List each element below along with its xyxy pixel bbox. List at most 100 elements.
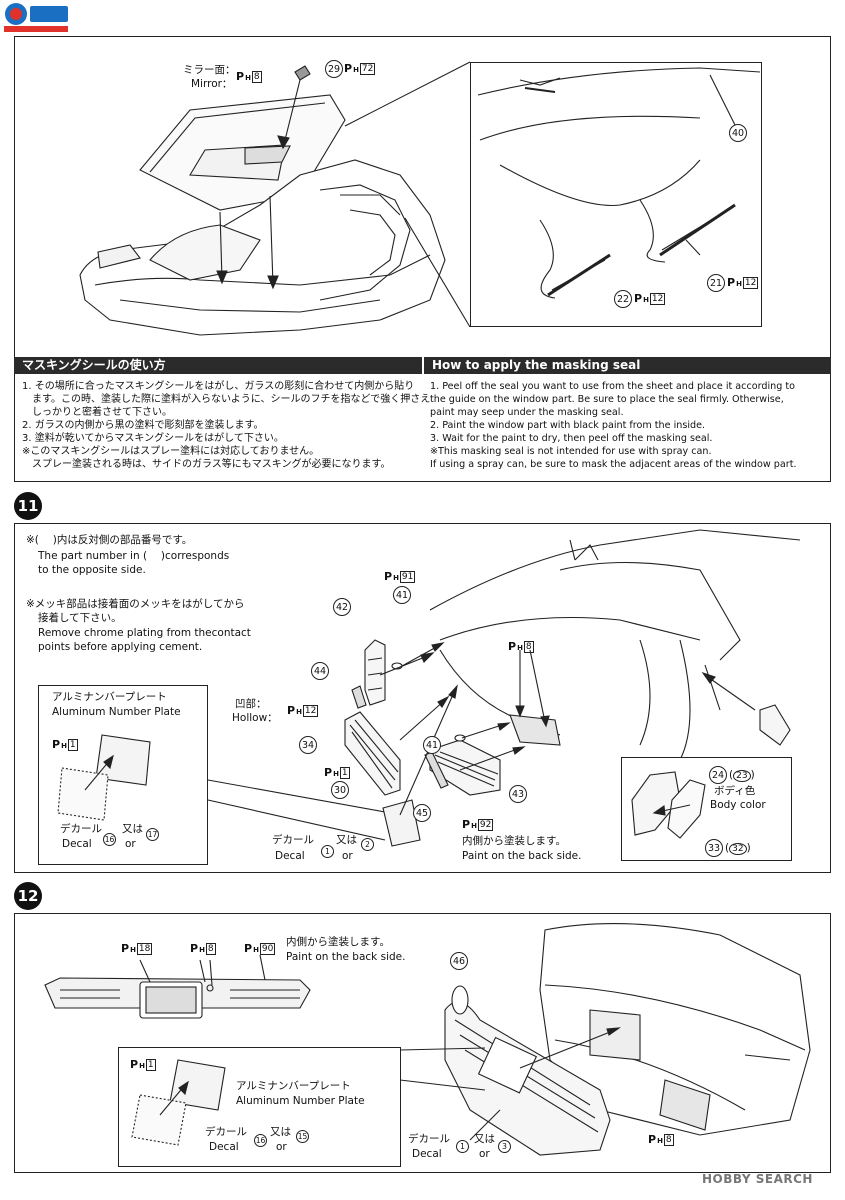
part-32-label: (32) (725, 842, 751, 855)
decal-label-en: Decal (62, 838, 92, 850)
headlight-paint-number: 8 (523, 640, 534, 653)
decal-1-badge: 1 (321, 845, 334, 858)
back-side-note-en: Paint on the back side. (462, 850, 582, 862)
part-42-badge: 42 (333, 598, 351, 616)
plate-label-jp: アルミナンバープレート (52, 691, 167, 703)
masking-en-line: 2. Paint the window part with black pain… (430, 420, 706, 431)
watermark-logo (0, 0, 80, 40)
part-42-paint-number: 91 (399, 570, 416, 583)
part-41-badge-mid: 41 (423, 736, 441, 754)
rear-decal-label-jp: デカール (205, 1126, 247, 1138)
hollow-label-en: Hollow： (232, 712, 278, 724)
part-32-number: 32 (729, 843, 747, 855)
part-22-badge: 22 (614, 290, 632, 308)
part-23-number: 23 (733, 770, 751, 782)
step-11-badge: 11 (14, 492, 42, 520)
masking-en-line: paint may seep under the masking seal. (430, 407, 624, 418)
rear-plate-label-jp: アルミナンバープレート (236, 1080, 351, 1092)
rear-decal-15-badge: 15 (296, 1130, 309, 1143)
hollow-paint-number: 12 (302, 704, 319, 717)
mirror-paint-number: 8 (251, 70, 262, 83)
mirror-label-jp: ミラー面： (183, 64, 236, 76)
watermark-logo-graphic (4, 3, 68, 32)
masking-en-line: the guide on the window part. Be sure to… (430, 394, 784, 405)
note-opposite-en-1: The part number in ( )corresponds (38, 550, 230, 562)
part-46-badge: 46 (450, 952, 468, 970)
rear-decal-label-en: Decal (209, 1141, 239, 1153)
masking-en-line: If using a spray can, be sure to mask th… (430, 459, 797, 470)
part-21-badge: 21 (707, 274, 725, 292)
rear-decal2-label-en: Decal (412, 1148, 442, 1160)
rear-decal-16-badge: 16 (254, 1134, 267, 1147)
masking-jp-line: ます。この時、塗装した際に塗料が入らないように、シールのフチを指などで強く押さえ (22, 394, 431, 405)
decal2-label-en: Decal (275, 850, 305, 862)
part-30-badge: 30 (331, 781, 349, 799)
mirror-label-en: Mirror： (191, 78, 233, 90)
decal-label-jp: デカール (60, 823, 102, 835)
part-43-paint-number: 92 (477, 818, 494, 831)
rear-decal2-label-jp: デカール (408, 1133, 450, 1145)
note-opposite-en-2: to the opposite side. (38, 564, 146, 576)
masking-instructions-en: 1. Peel off the seal you want to use fro… (430, 380, 797, 471)
rear-panel-paint-number-18: 18 (136, 942, 153, 955)
step-12-badge: 12 (14, 882, 42, 910)
masking-en-line: 1. Peel off the seal you want to use fro… (430, 381, 795, 392)
rear-panel-paint-number-8: 8 (205, 942, 216, 955)
body-color-jp: ボディ色 (714, 785, 756, 797)
masking-jp-line: しっかりと密着させて下さい。 (22, 407, 172, 418)
note-chrome-jp-1: ※メッキ部品は接着面のメッキをはがしてから (26, 598, 245, 610)
rear-back-note-jp: 内側から塗装します。 (286, 936, 390, 948)
step11-front-illustration (344, 529, 801, 847)
part-44-badge: 44 (311, 662, 329, 680)
rear-decal-1-badge: 1 (456, 1140, 469, 1153)
part-33-badge: 33 (705, 839, 723, 857)
rear-decal-3-badge: 3 (498, 1140, 511, 1153)
plate-label-en: Aluminum Number Plate (52, 706, 181, 718)
part-24-badge: 24 (709, 766, 727, 784)
masking-jp-line: 3. 塗料が乾いてからマスキングシールをはがして下さい。 (22, 433, 284, 444)
note-chrome-en-1: Remove chrome plating from thecontact (38, 627, 251, 639)
decal-17-badge: 17 (146, 828, 159, 841)
rear-panel-paint-number-90: 90 (259, 942, 276, 955)
decal-or-en: or (125, 838, 136, 850)
body-color-en: Body color (710, 799, 766, 811)
part-40-badge: 40 (729, 124, 747, 142)
masking-en-line: 3. Wait for the paint to dry, then peel … (430, 433, 713, 444)
masking-jp-line: 1. その場所に合ったマスキングシールをはがし、ガラスの彫刻に合わせて内側から貼… (22, 381, 415, 392)
wiper-detail-illustration (477, 67, 761, 299)
part-43-badge: 43 (509, 785, 527, 803)
decal-2-badge: 2 (361, 838, 374, 851)
back-side-note-jp: 内側から塗装します。 (462, 835, 566, 847)
masking-title-en: How to apply the masking seal (424, 357, 831, 374)
masking-en-line: ※This masking seal is not intended for u… (430, 446, 712, 457)
hollow-label-jp: 凹部： (235, 698, 267, 710)
decal2-or-jp: 又は (336, 834, 357, 846)
rear-decal-or-jp: 又は (270, 1126, 291, 1138)
part-22-paint-number: 12 (649, 292, 666, 305)
rear-decal-or-en: or (276, 1141, 287, 1153)
masking-jp-line: スプレー塗装される時は、サイドのガラス等にもマスキングが必要になります。 (22, 459, 391, 470)
decal-16-badge: 16 (103, 833, 116, 846)
rear-plate-paint-number: 1 (145, 1058, 156, 1071)
rear-back-note-en: Paint on the back side. (286, 951, 406, 963)
part-21-paint-number: 12 (742, 276, 759, 289)
part-41-badge-top: 41 (393, 586, 411, 604)
masking-title-jp: マスキングシールの使い方 (14, 357, 422, 374)
part-34-badge: 34 (299, 736, 317, 754)
note-chrome-en-2: points before applying cement. (38, 641, 203, 653)
note-opposite-jp: ※( )内は反対側の部品番号です。 (26, 534, 193, 546)
